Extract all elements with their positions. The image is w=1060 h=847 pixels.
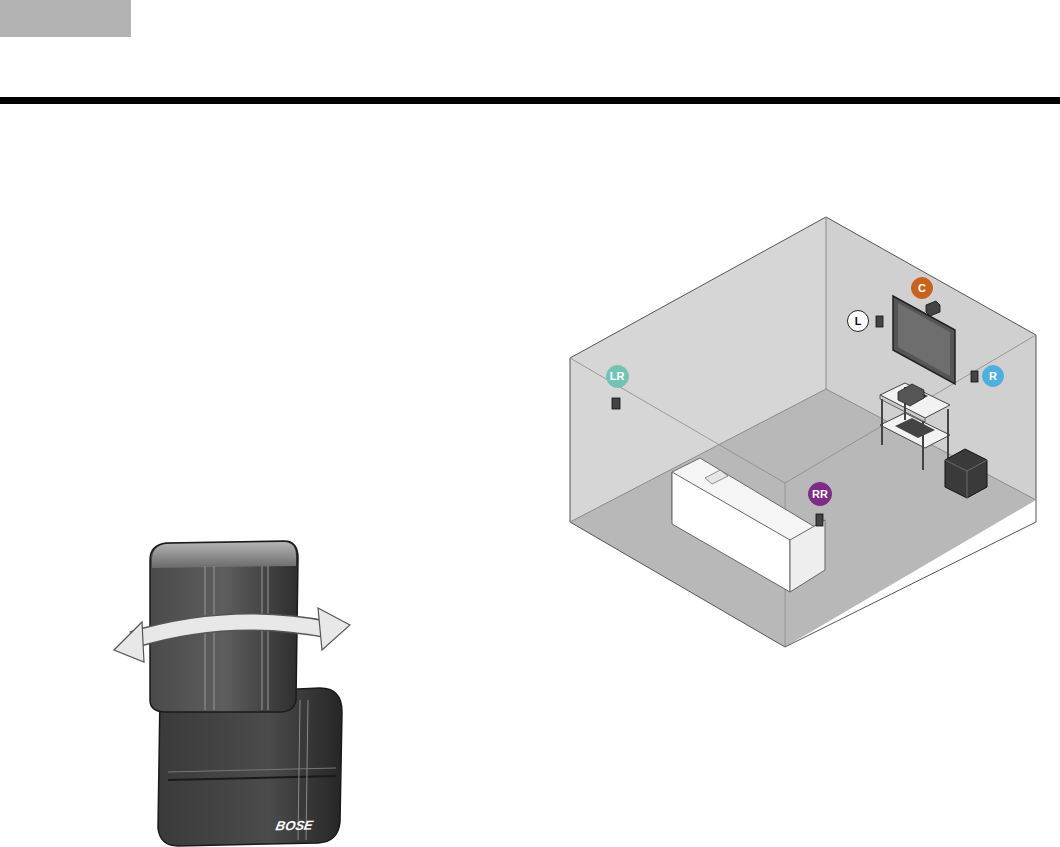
- callout-text: LR: [610, 371, 625, 382]
- speaker-callout: L: [847, 310, 869, 332]
- header-rule: [0, 97, 1060, 104]
- callout-text: R: [989, 371, 997, 382]
- speaker-callout: RR: [808, 482, 832, 506]
- room-illustration: [570, 217, 1036, 647]
- callout-text: L: [855, 316, 862, 327]
- speaker-callout: R: [982, 365, 1004, 387]
- header-tab: [0, 0, 131, 37]
- callout-text: C: [918, 283, 926, 294]
- callout-text: RR: [812, 489, 828, 500]
- brand-logo: BOSE: [274, 818, 314, 834]
- speaker-callout: C: [911, 277, 933, 299]
- speaker-callout: LR: [606, 365, 629, 388]
- speaker-illustration: [114, 541, 350, 846]
